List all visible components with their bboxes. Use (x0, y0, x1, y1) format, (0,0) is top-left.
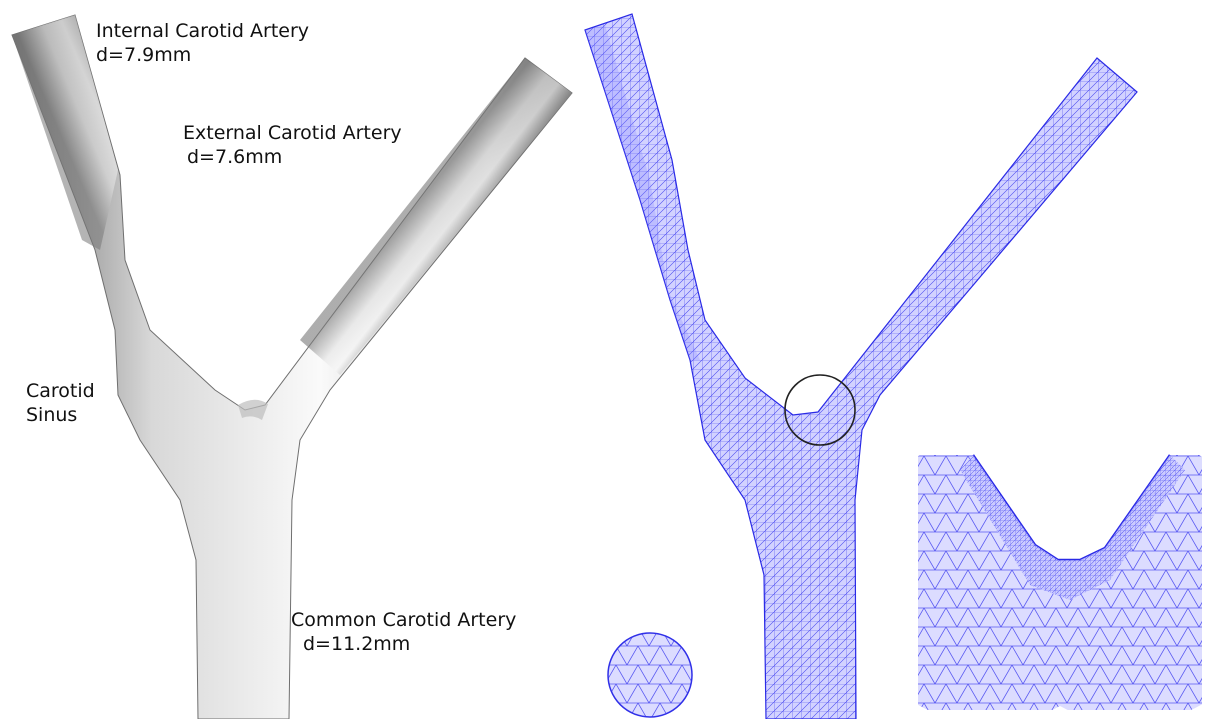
mesh-cross-section (608, 633, 692, 717)
label-internal-carotid-artery: Internal Carotid Artery d=7.9mm (92, 20, 309, 68)
label-common-carotid-artery: Common Carotid Artery d=11.2mm (291, 609, 516, 657)
label-carotid-sinus: Carotid Sinus (26, 380, 95, 428)
eca-diameter: d=7.6mm (183, 146, 402, 170)
sinus-line2: Sinus (26, 404, 95, 428)
eca-highlight (300, 58, 572, 375)
mesh-detail-bifurcation (918, 452, 1202, 710)
ica-name: Internal Carotid Artery (92, 20, 309, 44)
label-external-carotid-artery: External Carotid Artery d=7.6mm (183, 122, 402, 170)
ica-diameter: d=7.9mm (92, 44, 309, 68)
sinus-line1: Carotid (26, 380, 95, 404)
eca-name: External Carotid Artery (183, 122, 402, 144)
cca-diameter: d=11.2mm (291, 633, 516, 657)
cca-name: Common Carotid Artery (291, 609, 516, 631)
